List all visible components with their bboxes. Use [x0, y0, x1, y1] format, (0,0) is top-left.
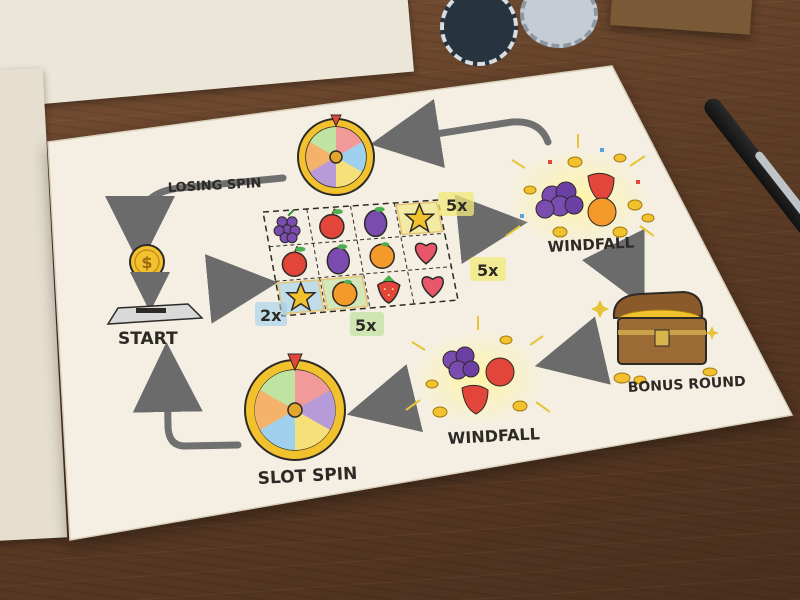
- arrow-wheel-loop-to-start: [132, 342, 242, 450]
- label-losing-spin: LOSING SPIN: [167, 176, 261, 196]
- coin-slot-icon: [106, 272, 204, 325]
- orange-icon: [332, 279, 358, 307]
- multiplier-5x-right: 5x: [477, 261, 499, 280]
- strawberry-icon: [376, 275, 401, 304]
- prize-wheel-icon: [297, 114, 375, 196]
- arrow-start-to-grid: [204, 254, 278, 324]
- flow-arrows: [105, 98, 645, 450]
- plum-icon: [363, 206, 388, 238]
- multiplier-5x-top: 5x: [446, 196, 468, 215]
- slot-grid-cells: [269, 201, 452, 315]
- plum-icon: [326, 244, 351, 275]
- apple-icon: [281, 245, 308, 277]
- slot-grid-line: [275, 266, 452, 282]
- heart-icon: [414, 242, 438, 265]
- arrow-bonus-to-windfall: [534, 316, 611, 385]
- slot-grid-line: [306, 208, 327, 313]
- svg-text:$: $: [141, 253, 152, 272]
- grape-icon: [273, 209, 301, 244]
- arrow-grid-to-windfall: [454, 194, 528, 265]
- multiplier-5x-bottom: 5x: [355, 316, 377, 335]
- slot-grid-line: [269, 232, 445, 248]
- multiplier-2x: 2x: [260, 306, 282, 325]
- label-start: START: [118, 329, 178, 349]
- fruit-burst-icon: [405, 316, 551, 426]
- arrow-windfall-to-wheel: [346, 364, 424, 433]
- coin-icon: $: [129, 244, 165, 280]
- fruit-burst-icon: [505, 134, 655, 248]
- orange-icon: [369, 242, 395, 269]
- star-icon: [403, 202, 436, 234]
- label-bonus-round: BONUS ROUND: [627, 374, 746, 396]
- arrow-wheel-to-start: [105, 174, 287, 266]
- slot-grid-line: [393, 202, 415, 305]
- multiplier-tag-bg: [438, 192, 474, 216]
- treasure-chest-icon: [591, 290, 719, 385]
- multiplier-tag-bg: [350, 312, 384, 336]
- slot-grid: [262, 199, 459, 317]
- prize-wheel-icon: [244, 353, 346, 461]
- label-windfall-top: WINDFALL: [547, 233, 635, 256]
- arrow-loss-to-wheel: [370, 98, 552, 169]
- label-windfall-bottom: WINDFALL: [447, 424, 540, 448]
- poker-chip-icon: [440, 0, 518, 66]
- slot-grid-line: [350, 205, 371, 309]
- multiplier-tag-bg: [470, 257, 506, 281]
- multiplier-tag-bg: [255, 302, 287, 326]
- star-icon: [284, 280, 317, 312]
- heart-icon: [421, 276, 444, 299]
- arrow-windfall-to-bonus: [581, 228, 645, 308]
- apple-icon: [319, 208, 345, 240]
